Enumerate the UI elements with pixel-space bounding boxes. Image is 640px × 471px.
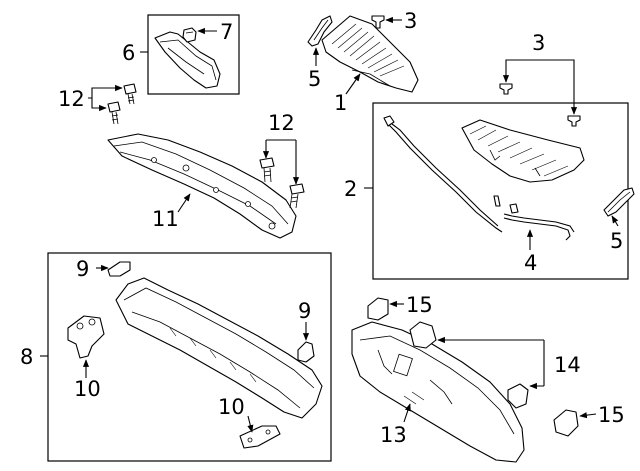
callout-3-upper: 3 <box>404 9 417 33</box>
part-5-bracket-upper <box>307 15 333 47</box>
part-12-bolt-d <box>289 183 305 209</box>
part-3-clip-right-b <box>567 115 581 127</box>
callout-15-upper: 15 <box>406 293 433 317</box>
part-7-clip <box>182 27 197 43</box>
part-4-washer-hose <box>383 115 575 241</box>
callout-12-left: 12 <box>58 87 85 111</box>
callout-9-left: 9 <box>76 257 89 281</box>
part-14-bracket-upper <box>409 321 437 349</box>
part-13-dash-panel <box>351 321 525 463</box>
callout-10-lower: 10 <box>218 395 245 419</box>
part-15-clip-upper <box>367 297 389 321</box>
callout-8: 8 <box>20 345 33 369</box>
part-10-bracket-lower <box>239 425 281 449</box>
part-6-cowl-side-bracket <box>154 31 221 89</box>
part-5-bracket-right <box>603 187 635 217</box>
callout-9-right: 9 <box>298 299 311 323</box>
part-9-clip-left <box>107 261 131 277</box>
group-box-6 <box>147 14 240 95</box>
group-box-8 <box>47 252 332 462</box>
callout-5-right: 5 <box>610 229 623 253</box>
part-8-cowl-top-panel <box>115 277 323 419</box>
callout-10-left: 10 <box>74 377 101 401</box>
callout-4: 4 <box>524 251 537 275</box>
part-10-bracket-left <box>67 315 105 359</box>
part-1-cowl-panel <box>321 15 419 93</box>
part-2-cowl-assembly <box>461 119 585 183</box>
part-12-bolt-b <box>107 101 121 125</box>
callout-5-upper: 5 <box>308 67 321 91</box>
part-3-clip-upper <box>371 15 385 29</box>
part-12-bolt-a <box>123 83 137 105</box>
part-14-bracket-lower <box>507 383 529 409</box>
part-12-bolt-c <box>259 157 275 183</box>
callout-15-lower: 15 <box>598 403 625 427</box>
leader-lines <box>40 16 619 433</box>
part-15-clip-lower <box>553 409 579 437</box>
callout-12-right: 12 <box>268 111 295 135</box>
callout-13: 13 <box>380 423 407 447</box>
part-3-clip-right-a <box>499 83 513 95</box>
callout-6: 6 <box>122 41 135 65</box>
callout-1: 1 <box>334 91 347 115</box>
part-9-clip-right <box>297 341 315 363</box>
callout-14: 14 <box>554 353 581 377</box>
callout-11: 11 <box>152 207 179 231</box>
callout-7: 7 <box>220 20 233 44</box>
callout-2: 2 <box>344 177 357 201</box>
callout-3-right: 3 <box>532 31 545 55</box>
part-11-cross-member <box>107 133 297 239</box>
